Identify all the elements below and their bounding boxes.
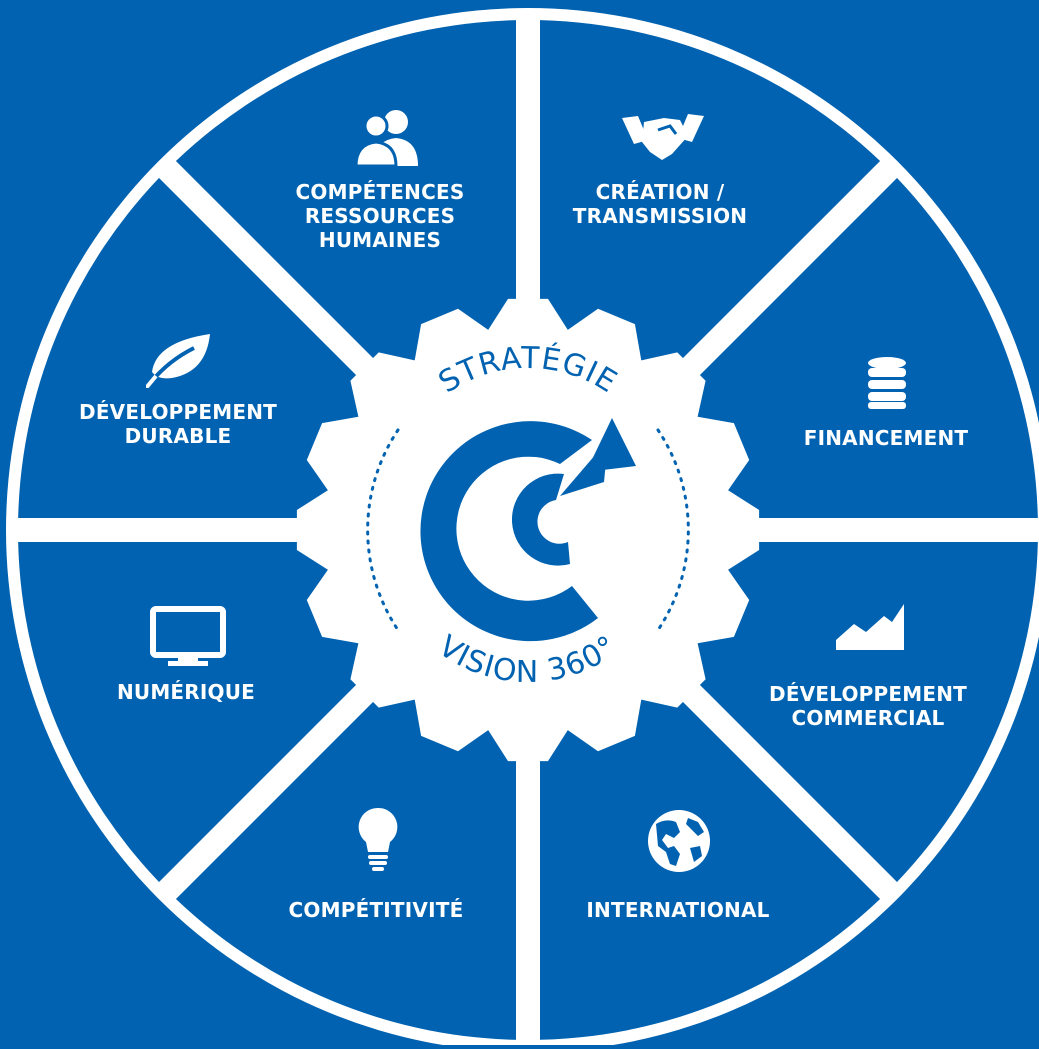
- globe-icon: [648, 810, 710, 872]
- segment-label-financement: FINANCEMENT: [803, 426, 969, 450]
- chart-icon: [836, 604, 904, 650]
- lightbulb-icon: [358, 807, 398, 871]
- segment-label-numerique: NUMÉRIQUE: [116, 680, 256, 704]
- segment-label-dev-commercial: DÉVELOPPEMENT COMMERCIAL: [769, 682, 967, 730]
- dotted-arc-right: [656, 428, 690, 632]
- dotted-arc-left: [366, 428, 400, 632]
- segment-label-competences: COMPÉTENCES RESSOURCES HUMAINES: [295, 180, 465, 252]
- cci-logo-icon: [420, 418, 636, 642]
- handshake-icon: [622, 114, 704, 160]
- segment-label-international: INTERNATIONAL: [586, 898, 770, 922]
- coins-icon: [868, 357, 906, 409]
- segment-label-competitivite: COMPÉTITIVITÉ: [288, 898, 464, 922]
- segment-label-creation: CRÉATION / TRANSMISSION: [572, 180, 748, 228]
- leaf-icon: [146, 334, 210, 388]
- monitor-icon: [150, 606, 226, 666]
- people-icon: [354, 110, 418, 168]
- segment-label-dev-durable: DÉVELOPPEMENT DURABLE: [79, 400, 277, 448]
